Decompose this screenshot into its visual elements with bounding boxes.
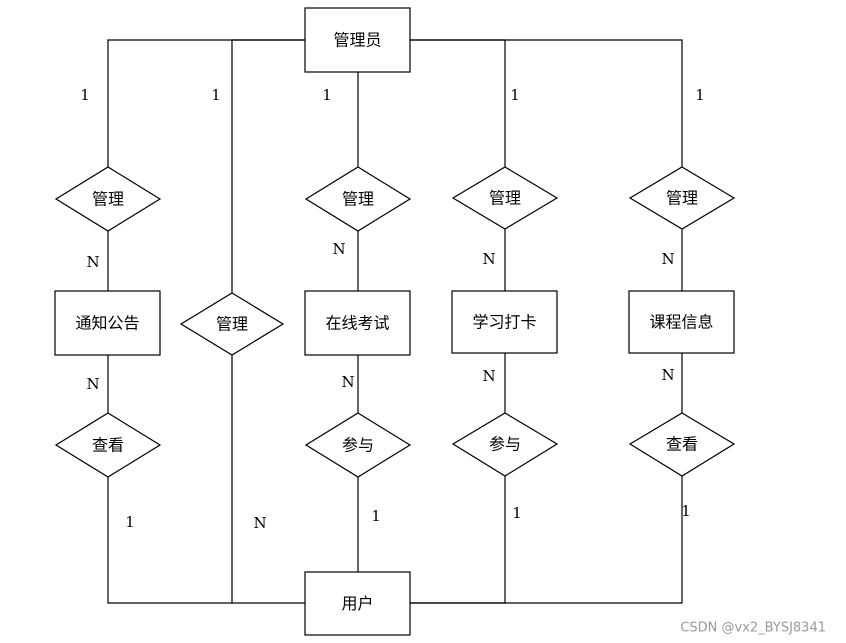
- card-notice-view: N: [86, 375, 99, 393]
- card-exam-join: N: [341, 373, 354, 391]
- card-admin-checkin: 1: [510, 86, 520, 104]
- card-notice-manage: N: [86, 253, 99, 271]
- entity-notice-label: 通知公告: [75, 314, 139, 333]
- rel-manage-notice: 管理: [54, 166, 162, 232]
- entity-course-box: [628, 290, 735, 354]
- rel-manage-exam-label: 管理: [342, 190, 374, 209]
- line-view-user: [107, 476, 305, 604]
- card-course-manage: N: [661, 250, 674, 268]
- rel-join-exam-label: 参与: [342, 436, 374, 455]
- card-user-checkin: 1: [512, 504, 522, 522]
- card-course-view: N: [661, 366, 674, 384]
- card-admin-notice: 1: [80, 86, 90, 104]
- entity-exam-box: [304, 290, 411, 356]
- card-admin-exam: 1: [322, 86, 332, 104]
- line-course-view-user: [410, 476, 683, 604]
- entity-exam: 在线考试: [304, 290, 411, 356]
- rel-manage-exam: 管理: [304, 166, 412, 232]
- rel-join-checkin: 参与: [451, 412, 559, 477]
- rel-view-course-label: 查看: [666, 435, 698, 454]
- rel-join-exam-diamond: [304, 412, 412, 478]
- card-user-exam: 1: [371, 507, 381, 525]
- cardinality-labels: 1 1 1 1 1 N N N N N N N N 1 N 1 1 1: [80, 86, 705, 532]
- rel-view-notice-label: 查看: [92, 436, 124, 455]
- rel-manage-notice-label: 管理: [92, 190, 124, 209]
- card-checkin-join: N: [482, 367, 495, 385]
- rel-manage-checkin-label: 管理: [489, 189, 521, 208]
- line-checkin-join-user: [410, 476, 506, 604]
- card-user-course: 1: [681, 502, 691, 520]
- entity-notice-box: [54, 290, 161, 356]
- line-admin-manage-user: [231, 39, 305, 293]
- entity-checkin-label: 学习打卡: [472, 313, 536, 332]
- entity-course: 课程信息: [628, 290, 735, 354]
- rel-manage-course-label: 管理: [666, 189, 698, 208]
- watermark: CSDN @vx2_BYSJ8341: [680, 621, 826, 636]
- rel-view-course: 查看: [628, 412, 736, 477]
- rel-manage-checkin-diamond: [451, 166, 559, 230]
- card-exam-manage: N: [332, 240, 345, 258]
- rel-join-exam: 参与: [304, 412, 412, 478]
- entity-course-label: 课程信息: [649, 313, 713, 332]
- line-admin-checkin: [410, 39, 506, 167]
- entity-checkin-box: [451, 290, 558, 354]
- entity-admin: 管理员: [304, 7, 411, 73]
- entity-user-box: [304, 571, 411, 636]
- card-admin-user: 1: [211, 86, 221, 104]
- rel-manage-user: 管理: [179, 292, 285, 356]
- rel-join-checkin-diamond: [451, 412, 559, 477]
- rel-manage-exam-diamond: [304, 166, 412, 232]
- entity-user: 用户: [304, 571, 411, 636]
- entity-admin-label: 管理员: [333, 31, 381, 50]
- entity-exam-label: 在线考试: [325, 314, 389, 333]
- rel-manage-user-diamond: [179, 292, 285, 356]
- rel-manage-notice-diamond: [54, 166, 162, 232]
- connector-lines: [107, 39, 683, 604]
- rel-manage-course-diamond: [628, 166, 736, 230]
- line-admin-notice: [107, 39, 305, 167]
- rel-manage-checkin: 管理: [451, 166, 559, 230]
- rel-join-checkin-label: 参与: [489, 435, 521, 454]
- entity-user-label: 用户: [341, 594, 373, 613]
- card-admin-course: 1: [695, 86, 705, 104]
- line-admin-course: [410, 39, 683, 167]
- rel-view-notice-diamond: [54, 412, 162, 478]
- rel-view-course-diamond: [628, 412, 736, 477]
- card-checkin-manage: N: [482, 250, 495, 268]
- card-user-notice: 1: [125, 513, 135, 531]
- entity-admin-box: [304, 7, 411, 73]
- card-user-manage: N: [253, 514, 266, 532]
- rel-view-notice: 查看: [54, 412, 162, 478]
- rel-manage-user-label: 管理: [216, 315, 248, 334]
- entity-notice: 通知公告: [54, 290, 161, 356]
- entity-checkin: 学习打卡: [451, 290, 558, 354]
- rel-manage-course: 管理: [628, 166, 736, 230]
